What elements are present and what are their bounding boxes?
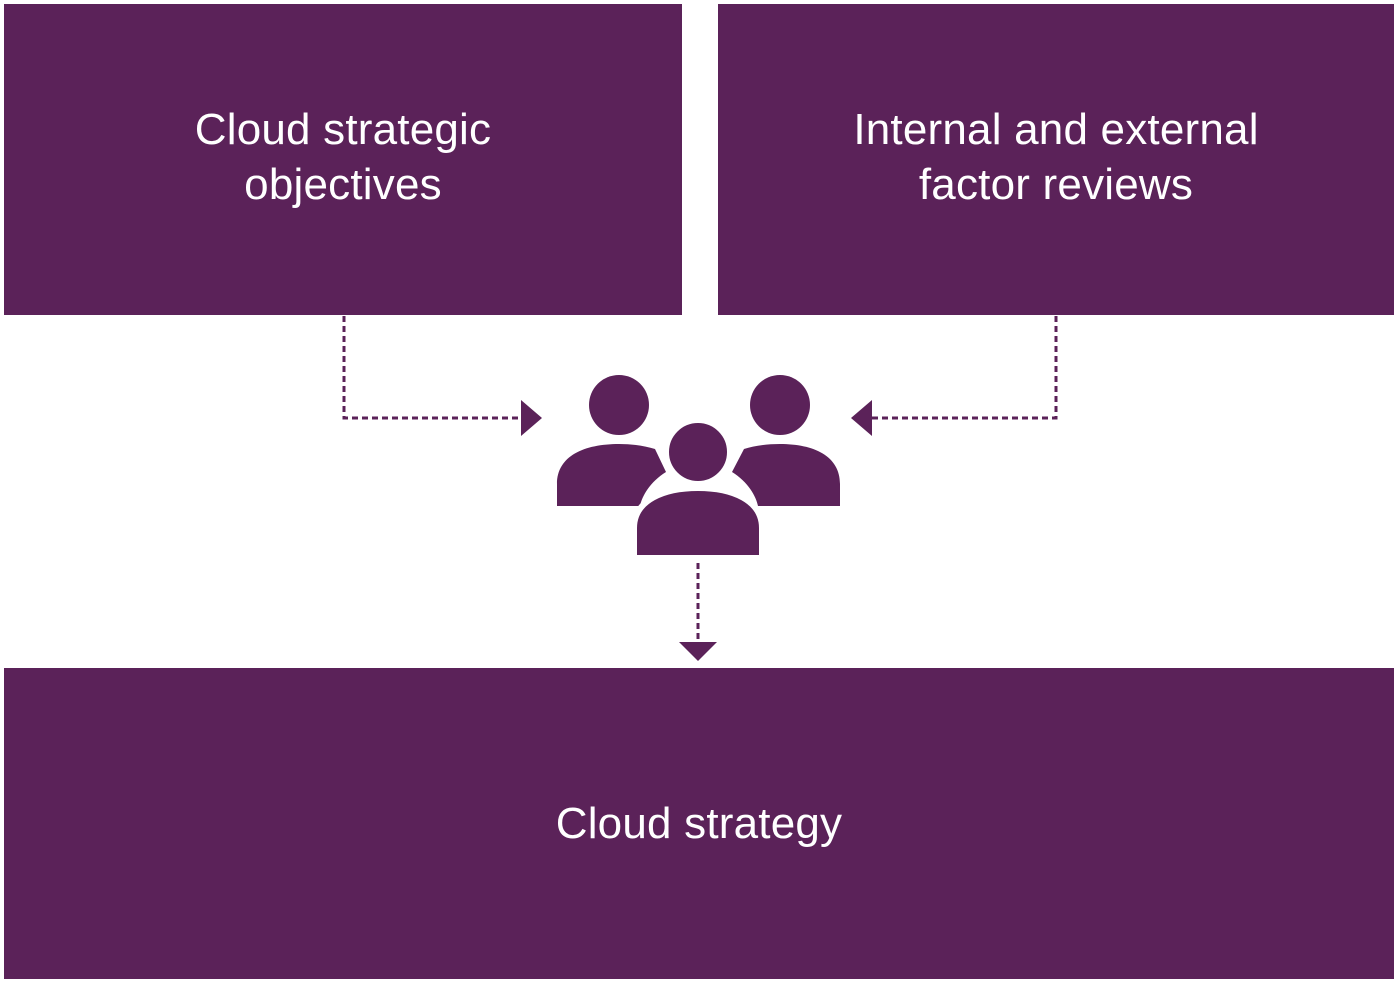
box-label-internal-external-factor-reviews: Internal and external factor reviews: [853, 105, 1259, 209]
box-label-cloud-strategy: Cloud strategy: [555, 799, 843, 848]
box-label-cloud-strategic-objectives: Cloud strategic objectives: [194, 105, 492, 209]
box-cloud-strategic-objectives: Cloud strategic objectives: [4, 4, 682, 315]
person-left-head-icon: [589, 375, 649, 435]
connector-right-line: [870, 316, 1058, 420]
box-cloud-strategy: Cloud strategy: [4, 668, 1394, 979]
arrow-left-icon: [851, 400, 872, 436]
connector-left: [342, 316, 542, 436]
arrow-right-icon: [521, 400, 542, 436]
person-left-body-icon: [557, 444, 666, 506]
connector-bottom: [679, 563, 717, 661]
person-right-head-icon: [750, 375, 810, 435]
box-internal-external-factor-reviews: Internal and external factor reviews: [718, 4, 1394, 315]
person-center-body-icon: [631, 485, 765, 561]
connector-right: [851, 316, 1058, 436]
connector-left-line: [342, 316, 522, 420]
person-center-head-icon: [663, 417, 733, 487]
people-group-icon: [557, 375, 840, 561]
person-right-body-icon: [732, 444, 840, 506]
arrow-down-icon: [679, 642, 717, 661]
